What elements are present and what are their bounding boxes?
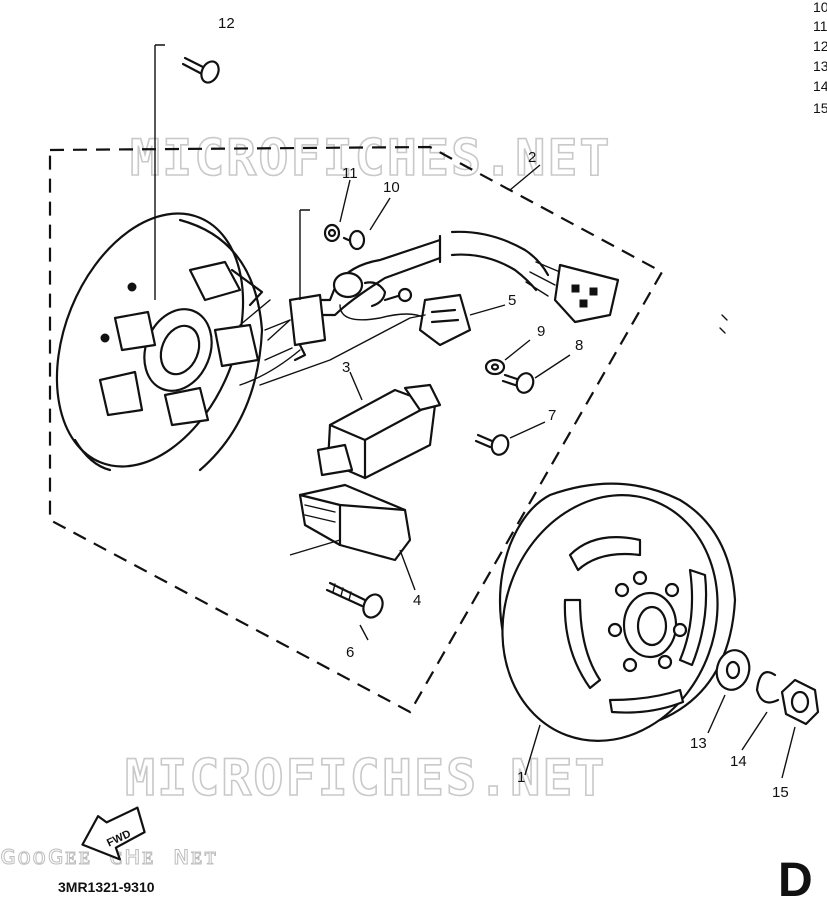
part-12-screw <box>181 56 220 84</box>
callout-11: 11 <box>342 165 358 182</box>
callout-3: 3 <box>342 359 350 376</box>
stator-base-plate <box>55 212 291 472</box>
part-8-screw <box>501 372 535 394</box>
callout-6: 6 <box>346 644 354 661</box>
part-14-lock-washer <box>755 671 780 704</box>
callout-13: 13 <box>690 735 707 752</box>
callout-10: 10 <box>383 179 400 196</box>
part-code: 3MR1321-9310 <box>58 879 155 895</box>
wire-harness <box>239 230 620 386</box>
edge-number-12: 12 <box>813 38 827 54</box>
callout-15: 15 <box>772 784 789 801</box>
edge-number-14: 14 <box>813 78 827 94</box>
part-6-screw <box>325 581 384 619</box>
part-15-nut <box>780 678 820 726</box>
edge-number-13: 13 <box>813 58 827 74</box>
callout-12: 12 <box>218 15 235 32</box>
edge-number-15: 15 <box>813 100 827 116</box>
edge-number-10: 10 <box>813 0 827 15</box>
part-9-washer <box>484 358 506 376</box>
callout-1: 1 <box>517 769 525 786</box>
part-3-cdi-unit <box>316 383 442 480</box>
part-13-washer <box>715 649 751 691</box>
callout-7: 7 <box>548 407 556 424</box>
callout-9: 9 <box>537 323 545 340</box>
part-11-washer <box>323 223 341 243</box>
callout-4: 4 <box>413 592 421 609</box>
callout-5: 5 <box>508 292 516 309</box>
callout-8: 8 <box>575 337 583 354</box>
callout-14: 14 <box>730 753 747 770</box>
leader-lines <box>154 44 796 779</box>
watermark-top: MICROFICHES.NET <box>130 129 612 187</box>
watermark-bottom: MICROFICHES.NET <box>125 749 607 807</box>
page-letter: D <box>778 854 813 900</box>
edge-number-11: 11 <box>813 18 827 34</box>
part-1-flywheel-rotor <box>498 482 737 742</box>
part-5-pickup-coil <box>259 293 472 386</box>
stray-mark <box>719 314 728 334</box>
assembly-boundary <box>48 145 664 714</box>
part-7-screw <box>474 433 510 456</box>
fwd-arrow-icon: FWD <box>81 806 146 861</box>
part-4-ignition-coil <box>298 483 412 562</box>
part-10-screw <box>342 229 366 251</box>
callout-2: 2 <box>528 149 536 166</box>
